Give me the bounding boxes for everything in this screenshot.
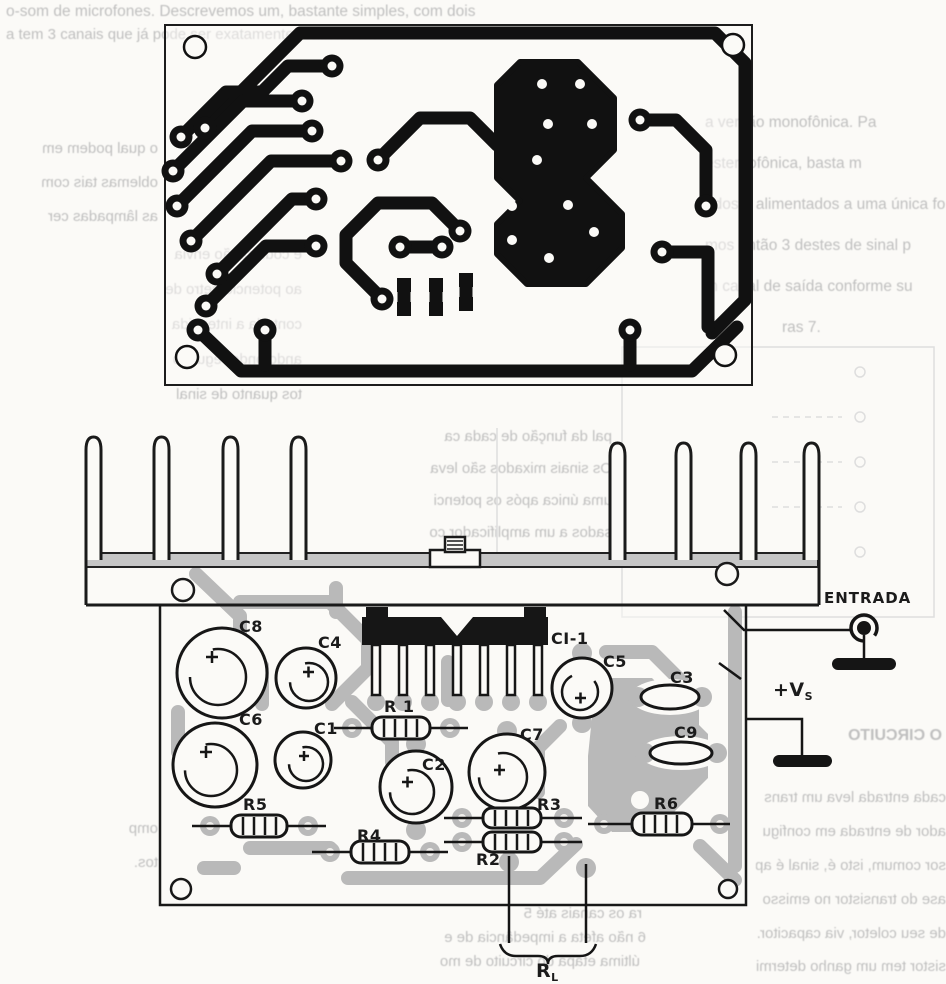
heatsink-body-edges bbox=[84, 560, 821, 607]
cap-c8 bbox=[175, 626, 269, 720]
label-c2: C2 bbox=[422, 755, 446, 774]
resistor-r5 bbox=[192, 813, 326, 839]
cap-c7 bbox=[467, 732, 547, 812]
cap-c4 bbox=[274, 646, 338, 710]
cap-c6 bbox=[171, 721, 259, 809]
ic-pins bbox=[370, 643, 544, 697]
bleed-text-line: mos então 3 destes de sinal p bbox=[705, 237, 911, 254]
resistor-r2 bbox=[444, 830, 582, 854]
screw-icon bbox=[443, 535, 467, 554]
entrada-wire bbox=[723, 609, 851, 632]
label-r5: R5 bbox=[243, 795, 268, 814]
resistors bbox=[192, 715, 730, 865]
label-c1: C1 bbox=[314, 719, 338, 738]
label-r1: R 1 bbox=[384, 697, 415, 716]
resistor-r6 bbox=[588, 811, 730, 837]
pcb-copper-layout bbox=[161, 24, 753, 386]
bleed-text-line: o-som de microfones. Descrevemos um, bas… bbox=[6, 3, 476, 20]
resistor-r4 bbox=[312, 839, 448, 865]
resistor-r3 bbox=[444, 806, 582, 830]
cap-c5 bbox=[550, 656, 614, 720]
solder-pads bbox=[161, 54, 718, 342]
label-rl: RL bbox=[536, 960, 559, 984]
ground-wire bbox=[746, 717, 804, 755]
label-vs: +VS bbox=[773, 679, 814, 703]
component-board-outline bbox=[158, 605, 748, 907]
label-r2: R2 bbox=[476, 850, 501, 869]
label-c8: C8 bbox=[239, 617, 263, 636]
entrada-ground-bar bbox=[832, 658, 896, 670]
label-r6: R6 bbox=[654, 794, 679, 813]
label-c9: C9 bbox=[674, 723, 698, 742]
heatsink-fins bbox=[84, 435, 821, 560]
cap-c3 bbox=[639, 683, 701, 711]
entrada-jack-dot bbox=[857, 621, 871, 635]
label-ic-ci1: CI-1 bbox=[551, 629, 589, 648]
ic-notch bbox=[441, 617, 473, 636]
rl-brace bbox=[498, 943, 598, 965]
ground-bar bbox=[773, 755, 832, 767]
bleed-text-line: ras 7. bbox=[782, 319, 821, 336]
label-r3: R3 bbox=[537, 795, 562, 814]
label-entrada: ENTRADA bbox=[824, 589, 912, 607]
label-c6: C6 bbox=[239, 710, 263, 729]
heatsink bbox=[84, 435, 821, 607]
cap-c1 bbox=[273, 730, 333, 790]
label-c4: C4 bbox=[318, 633, 342, 652]
label-r4: R4 bbox=[357, 826, 382, 845]
cap-c2 bbox=[378, 749, 454, 825]
label-c7: C7 bbox=[520, 725, 544, 744]
ic-ci1 bbox=[362, 607, 548, 697]
bleed-text-line: m canal de saída conforme su bbox=[705, 278, 913, 295]
label-c5: C5 bbox=[603, 652, 627, 671]
label-c3: C3 bbox=[670, 668, 694, 687]
heatsink-screw-holes bbox=[170, 561, 740, 603]
mounting-holes bbox=[174, 32, 746, 370]
capacitors bbox=[171, 626, 714, 825]
vs-wire bbox=[718, 661, 742, 681]
io-annotations bbox=[498, 609, 896, 965]
cap-c9 bbox=[648, 740, 714, 766]
resistor-r1 bbox=[334, 715, 468, 741]
bleed-text-line: ados e alimentados a uma única fonte. bbox=[705, 196, 946, 213]
